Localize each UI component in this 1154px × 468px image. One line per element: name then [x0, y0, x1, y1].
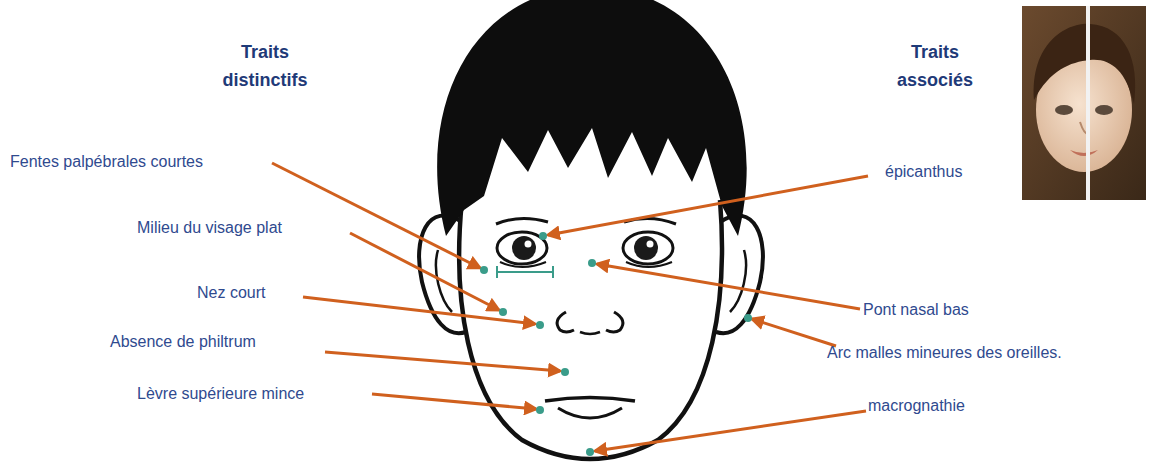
feature-dot	[480, 232, 752, 456]
feature-label: Fentes palpébrales courtes	[10, 152, 203, 172]
column-heading: Traits associés	[875, 38, 995, 94]
feature-label: épicanthus	[885, 162, 962, 182]
feature-label: Milieu du visage plat	[137, 218, 282, 238]
feature-label: Absence de philtrum	[110, 332, 256, 352]
feature-label: Arc malles mineures des oreilles.	[827, 343, 1062, 363]
face-outline	[459, 200, 722, 459]
hair	[437, 0, 747, 236]
feature-label: Pont nasal bas	[863, 300, 969, 320]
feature-label: Lèvre supérieure mince	[137, 384, 304, 404]
portrait-photo	[1022, 6, 1146, 200]
feature-label: macrognathie	[868, 396, 965, 416]
column-heading: Traits distinctifs	[205, 38, 325, 94]
feature-label: Nez court	[197, 283, 265, 303]
leader-line	[272, 163, 868, 451]
